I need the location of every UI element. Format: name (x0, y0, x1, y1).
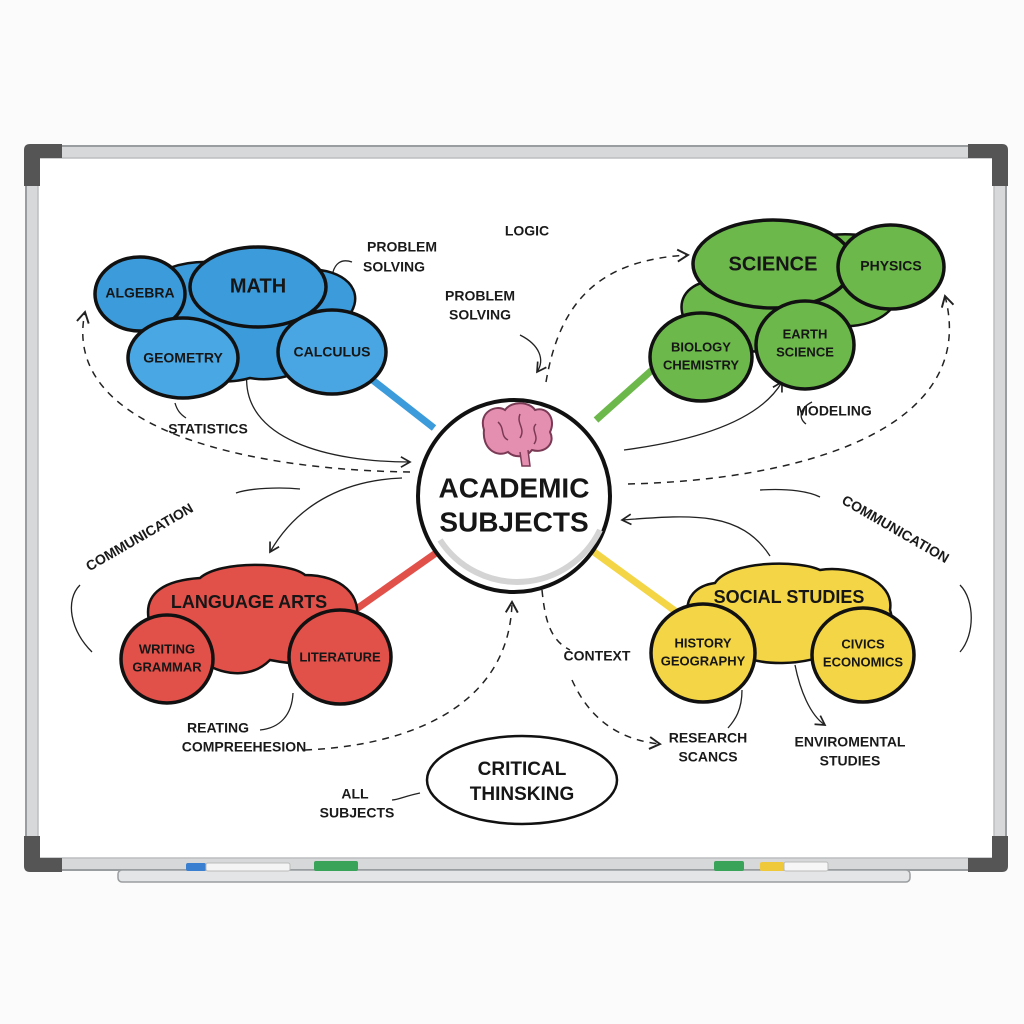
problem-solving-note: SOLVING (363, 259, 425, 275)
environmental-note: ENVIROMENTAL (795, 734, 906, 750)
research-note: RESEARCH (669, 730, 748, 746)
physics-node[interactable] (836, 223, 946, 311)
center-title-line1: ACADEMIC (439, 472, 590, 503)
white-marker[interactable] (783, 861, 829, 872)
history-label: HISTORY (674, 635, 731, 650)
civics-label: CIVICS (841, 636, 885, 651)
marker-tray (117, 861, 911, 883)
science-title: SCIENCE (729, 253, 818, 275)
all-subjects-note: SUBJECTS (320, 805, 395, 821)
problem-solving-note: PROBLEM (367, 239, 437, 255)
all-subjects-note: ALL (341, 786, 369, 802)
reading-note: REATING (187, 720, 249, 736)
civics-economics-node[interactable] (810, 606, 916, 704)
eraser[interactable] (205, 862, 291, 872)
grammar-label: GRAMMAR (132, 659, 202, 674)
social-studies-cluster[interactable]: SOCIAL STUDIES HISTORY GEOGRAPHY CIVICS … (649, 562, 916, 704)
critical-thinking-node[interactable]: CRITICAL THINSKING (425, 734, 619, 826)
green-marker[interactable] (714, 861, 744, 871)
center-title-line2: SUBJECTS (439, 506, 588, 537)
critical-label: CRITICAL (478, 759, 567, 780)
center-node[interactable]: ACADEMIC SUBJECTS (416, 398, 612, 594)
literature-node[interactable] (287, 608, 393, 706)
earth-science-label: SCIENCE (776, 344, 834, 359)
math-title: MATH (230, 275, 286, 297)
math-connector (367, 375, 437, 431)
geography-label: GEOGRAPHY (661, 653, 746, 668)
biology-label: BIOLOGY (671, 339, 731, 354)
physics-label: PHYSICS (860, 258, 921, 274)
science-connector (593, 367, 655, 423)
yellow-marker[interactable] (760, 862, 784, 871)
green-marker[interactable] (314, 861, 358, 871)
writing-grammar-node[interactable] (119, 613, 215, 705)
economics-label: ECONOMICS (823, 654, 904, 669)
geometry-label: GEOMETRY (143, 350, 223, 366)
math-node[interactable] (188, 245, 328, 329)
language-arts-cluster[interactable]: LANGUAGE ARTS WRITING GRAMMAR LITERATURE (119, 563, 393, 706)
calculus-node[interactable] (276, 308, 388, 396)
biology-chemistry-node[interactable] (648, 311, 754, 403)
research-note: SCANCS (678, 749, 737, 765)
calculus-label: CALCULUS (294, 344, 371, 360)
earth-science-node[interactable] (754, 299, 856, 391)
brain-icon (481, 402, 554, 467)
statistics-note: STATISTICS (168, 421, 248, 437)
modeling-note: MODELING (796, 403, 872, 419)
language-connector (352, 550, 439, 613)
language-arts-title: LANGUAGE ARTS (171, 592, 327, 612)
history-geography-node[interactable] (649, 602, 757, 704)
context-note: CONTEXT (564, 648, 631, 664)
environmental-note: STUDIES (820, 753, 881, 769)
writing-label: WRITING (139, 641, 195, 656)
social-studies-title: SOCIAL STUDIES (714, 587, 865, 607)
problem-solving-link-note: PROBLEM (445, 288, 515, 304)
geometry-node[interactable] (126, 316, 240, 400)
comprehension-note: COMPREEHESION (182, 739, 306, 755)
literature-label: LITERATURE (299, 649, 381, 664)
social-connector (591, 549, 685, 619)
math-cluster[interactable]: MATH ALGEBRA GEOMETRY CALCULUS (93, 245, 388, 400)
earth-label: EARTH (783, 326, 828, 341)
logic-note: LOGIC (505, 223, 549, 239)
algebra-label: ALGEBRA (105, 285, 174, 301)
thinking-label: THINSKING (470, 784, 575, 805)
problem-solving-link-note: SOLVING (449, 307, 511, 323)
chemistry-label: CHEMISTRY (663, 357, 739, 372)
relation-arrows (70, 248, 972, 801)
science-cluster[interactable]: SCIENCE PHYSICS BIOLOGY CHEMISTRY EARTH … (648, 218, 946, 403)
blue-marker[interactable] (186, 863, 206, 871)
